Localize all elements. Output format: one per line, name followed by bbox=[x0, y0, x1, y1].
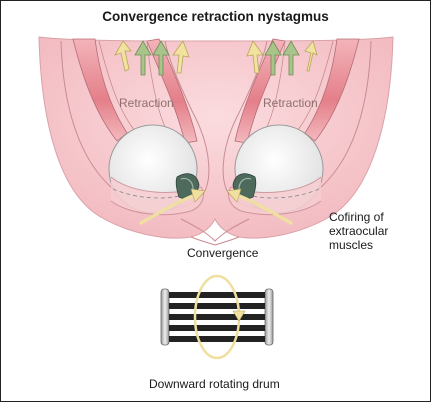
arrow-up-icon bbox=[264, 40, 282, 76]
arrow-up-icon bbox=[304, 40, 318, 72]
arrow-up-icon bbox=[134, 40, 152, 76]
drum-stripe bbox=[169, 292, 265, 298]
arrow-up-icon bbox=[246, 40, 264, 74]
left-retraction-arrows bbox=[114, 40, 190, 76]
drum-stripe bbox=[169, 303, 265, 309]
convergence-label: Convergence bbox=[187, 246, 259, 260]
drum-stripe bbox=[169, 336, 265, 342]
drum-stripe bbox=[169, 314, 265, 320]
arrow-up-icon bbox=[172, 40, 190, 74]
arrow-down-icon bbox=[232, 310, 246, 322]
retraction-label-right: Retraction bbox=[263, 96, 318, 110]
arrow-up-icon bbox=[114, 40, 132, 72]
diagram-title: Convergence retraction nystagmus bbox=[102, 9, 329, 24]
convergence-arrows bbox=[139, 193, 293, 225]
right-retraction-arrows bbox=[246, 40, 318, 76]
retraction-label-left: Retraction bbox=[119, 96, 174, 110]
cofiring-label: Cofiring of extraocular muscles bbox=[329, 210, 389, 252]
arrow-left-icon bbox=[226, 188, 242, 203]
arrow-right-icon bbox=[190, 188, 206, 203]
arrow-up-icon bbox=[152, 40, 170, 76]
drum-label: Downward rotating drum bbox=[149, 377, 280, 391]
arrow-up-icon bbox=[282, 40, 300, 76]
rotating-drum bbox=[160, 274, 274, 360]
drum-stripe bbox=[169, 325, 265, 331]
